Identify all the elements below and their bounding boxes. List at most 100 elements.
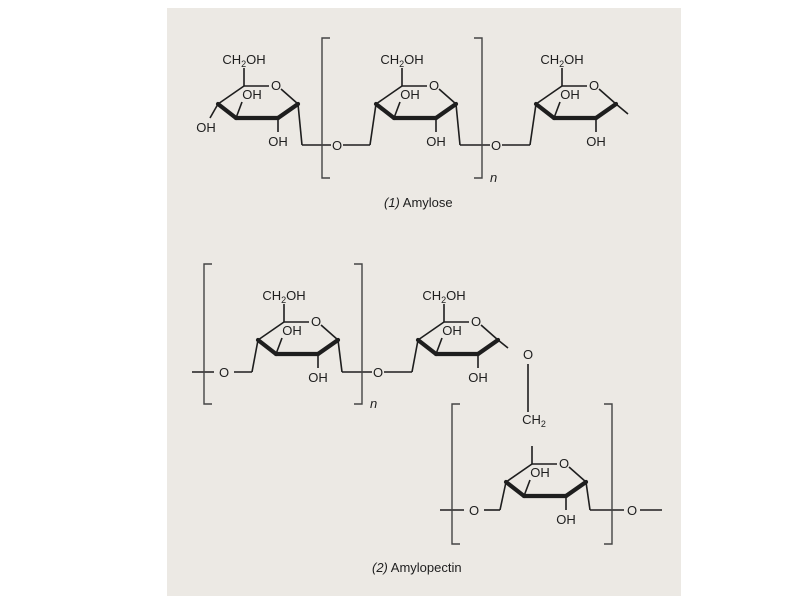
amylose-name: Amylose: [400, 195, 453, 210]
branch-out-bond: [585, 481, 591, 511]
amylopectin-link-1-bond: [337, 339, 343, 373]
amylopectin-link-1-oxygen-label: O: [373, 365, 383, 380]
branch-in-oxygen-label: O: [469, 503, 479, 518]
front-bond: [563, 479, 589, 499]
amylopectin-in-bond: [251, 339, 259, 373]
ch2oh-suffix: OH: [446, 288, 466, 303]
repeat-bracket-left: [203, 263, 212, 405]
amylose-link-2-bond: [529, 103, 537, 146]
bond-line: [375, 85, 403, 105]
ch2oh-subscript: 2: [559, 59, 564, 69]
ch2oh-prefix: CH: [222, 52, 241, 67]
ring-oxygen-label: O: [559, 456, 569, 471]
c2-hydroxyl-label: OH: [308, 370, 328, 385]
ch2oh-label: CH2OH: [422, 288, 465, 305]
branch-out-oxygen-label: O: [627, 503, 637, 518]
bond-line: [275, 337, 283, 355]
front-bond: [373, 101, 397, 121]
front-bond: [275, 101, 301, 121]
c2-hydroxyl-label: OH: [556, 512, 576, 527]
front-bond: [215, 101, 239, 121]
ch2oh-label: CH2OH: [222, 52, 265, 69]
amylopectin-in-oxygen-label: O: [219, 365, 229, 380]
branch-bond: [497, 339, 509, 349]
ch2oh-prefix: CH: [380, 52, 399, 67]
c2-hydroxyl-label: OH: [468, 370, 488, 385]
ch2oh-suffix: OH: [404, 52, 424, 67]
c3-hydroxyl-label: OH: [282, 323, 302, 338]
repeat-bracket-right: [604, 403, 613, 545]
branch-oxygen-label: O: [523, 347, 533, 362]
repeat-bracket-left: [451, 403, 460, 545]
ch2-subscript: 2: [541, 419, 546, 429]
c3-hydroxyl-label: OH: [530, 465, 550, 480]
amylopectin-caption: (2) Amylopectin: [372, 560, 462, 575]
amylose-link-1-bond: [369, 103, 377, 146]
repeat-count-label: n: [490, 170, 497, 185]
ch2-prefix: CH: [522, 412, 541, 427]
bond-line: [209, 103, 219, 119]
repeat-bracket-right: [354, 263, 363, 405]
amylose-link-2-bond: [455, 103, 461, 146]
front-bond: [433, 101, 459, 121]
front-bond: [255, 337, 279, 357]
front-bond: [533, 101, 557, 121]
ch2oh-suffix: OH: [286, 288, 306, 303]
bond-line: [523, 479, 531, 497]
amylopectin-number: (2): [372, 560, 388, 575]
amylose-link-2-oxygen-label: O: [491, 138, 501, 153]
bond-line: [438, 88, 457, 105]
c4-hydroxyl-label: OH: [196, 120, 216, 135]
bond-line: [553, 101, 561, 119]
amylopectin-name: Amylopectin: [388, 560, 462, 575]
c2-hydroxyl-label: OH: [586, 134, 606, 149]
bond-line: [417, 321, 445, 341]
bond-line: [535, 85, 563, 105]
front-bond: [475, 337, 501, 357]
ch2-label: CH2: [522, 412, 546, 429]
ring-oxygen-label: O: [589, 78, 599, 93]
ring-oxygen-label: O: [471, 314, 481, 329]
amylopectin-link-1-bond: [411, 339, 419, 373]
bond-line: [257, 321, 285, 341]
amylose-link-1-bond: [297, 103, 303, 146]
c3-hydroxyl-label: OH: [242, 87, 262, 102]
bond-line: [320, 324, 339, 341]
ch2oh-subscript: 2: [441, 295, 446, 305]
ch2oh-subscript: 2: [281, 295, 286, 305]
ch2oh-subscript: 2: [241, 59, 246, 69]
bond-line: [393, 101, 401, 119]
bond-line: [598, 88, 617, 105]
ch2oh-suffix: OH: [246, 52, 266, 67]
bond-line: [280, 88, 299, 105]
ring-oxygen-label: O: [271, 78, 281, 93]
c3-hydroxyl-label: OH: [400, 87, 420, 102]
ch2oh-prefix: CH: [540, 52, 559, 67]
front-bond: [315, 337, 341, 357]
amylose-link-1-oxygen-label: O: [332, 138, 342, 153]
ring-oxygen-label: O: [429, 78, 439, 93]
bond-line: [235, 101, 243, 119]
c3-hydroxyl-label: OH: [560, 87, 580, 102]
c3-hydroxyl-label: OH: [442, 323, 462, 338]
ring-oxygen-label: O: [311, 314, 321, 329]
bond-line: [435, 337, 443, 355]
bond-line: [568, 466, 587, 483]
repeat-count-label: n: [370, 396, 377, 411]
front-bond: [593, 101, 619, 121]
bond-line: [505, 463, 533, 483]
ch2oh-subscript: 2: [399, 59, 404, 69]
repeat-brackets: nn: [203, 37, 613, 545]
ch2oh-label: CH2OH: [380, 52, 423, 69]
branch-in-bond: [499, 481, 507, 511]
repeat-bracket-right: [474, 37, 483, 179]
ch2oh-prefix: CH: [422, 288, 441, 303]
amylose-number: (1): [384, 195, 400, 210]
